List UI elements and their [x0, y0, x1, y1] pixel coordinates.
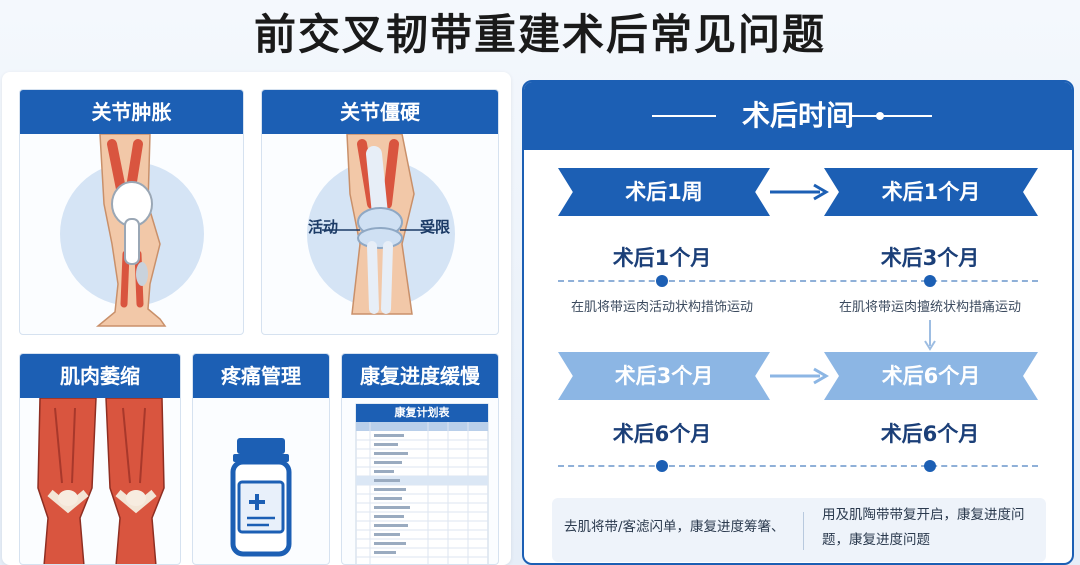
subtitle-month1: 术后1个月 [612, 246, 712, 270]
timeline-dot [656, 460, 668, 472]
subtitle-month6-left: 术后6个月 [612, 422, 712, 446]
card-title-atrophy: 肌肉萎缩 [20, 354, 180, 398]
card-title-slow-recovery: 康复进度缓慢 [342, 354, 498, 398]
note-divider [803, 512, 804, 550]
note-left: 去肌将带/客滤闪单，康复进度筹箸、 [564, 519, 785, 535]
page-title: 前交叉韧带重建术后常见问题 [253, 10, 826, 59]
ribbon-month1: 术后1个月 [824, 168, 1038, 216]
card-title-swelling: 关节肿胀 [20, 90, 243, 134]
ribbon-week1: 术后1周 [558, 168, 770, 216]
stiffness-label-right: 受限 [420, 218, 451, 236]
note-right-line2: 题，康复进度问题 [822, 532, 930, 548]
desc-month1: 在肌将带运肉活动状构措饰运动 [570, 300, 753, 315]
timeline-title: 术后时间 [741, 99, 854, 132]
thigh-muscle-icon [37, 398, 165, 564]
timeline-panel: 术后时间 术后1周 术后1个月 术后1个月 术后3个月 在肌将带运肉活动状构措饰… [522, 80, 1074, 565]
subtitle-month6-right: 术后6个月 [880, 422, 980, 446]
timeline-divider-1 [558, 280, 1038, 282]
card-joint-swelling[interactable]: 关节肿胀 [19, 89, 244, 335]
header-dot [876, 112, 884, 120]
arrow-right-icon [770, 183, 829, 201]
card-slow-recovery[interactable]: 康复进度缓慢 [341, 353, 499, 565]
card-title-pain: 疼痛管理 [193, 354, 329, 398]
timeline-header: 术后时间 [524, 82, 1072, 150]
medicine-bottle-icon [230, 438, 292, 557]
timeline-divider-2 [558, 465, 1038, 467]
ribbon-month6: 术后6个月 [824, 352, 1038, 400]
desc-month3: 在肌将带运肉擅统状构措痛运动 [838, 300, 1021, 315]
header-rule-right [850, 115, 932, 117]
stiff-knee-icon [307, 134, 455, 315]
arrow-down-icon [924, 320, 936, 351]
subtitle-month3: 术后3个月 [880, 246, 980, 270]
timeline-dot [924, 275, 936, 287]
plan-sheet-title: 康复计划表 [394, 406, 450, 419]
card-muscle-atrophy[interactable]: 肌肉萎缩 [19, 353, 181, 565]
timeline-dot [924, 460, 936, 472]
header-rule-left [652, 115, 716, 117]
timeline-dot [656, 275, 668, 287]
stiffness-label-left: 活动 [308, 218, 339, 236]
recovery-plan-sheet [355, 403, 489, 564]
arrow-right-light-icon [770, 367, 829, 385]
note-box: 去肌将带/客滤闪单，康复进度筹箸、 用及肌陶带带复开启，康复进度问 题，康复进度… [552, 498, 1046, 562]
note-right-line1: 用及肌陶带带复开启，康复进度问 [822, 507, 1025, 523]
swollen-knee-icon [60, 134, 204, 327]
card-joint-stiffness[interactable]: 关节僵硬 活动 受限 [261, 89, 499, 335]
card-title-stiffness: 关节僵硬 [262, 90, 498, 134]
ribbon-month3: 术后3个月 [558, 352, 770, 400]
card-pain-management[interactable]: 疼痛管理 [192, 353, 330, 565]
problems-panel: 关节肿胀 关节僵硬 [2, 72, 511, 565]
